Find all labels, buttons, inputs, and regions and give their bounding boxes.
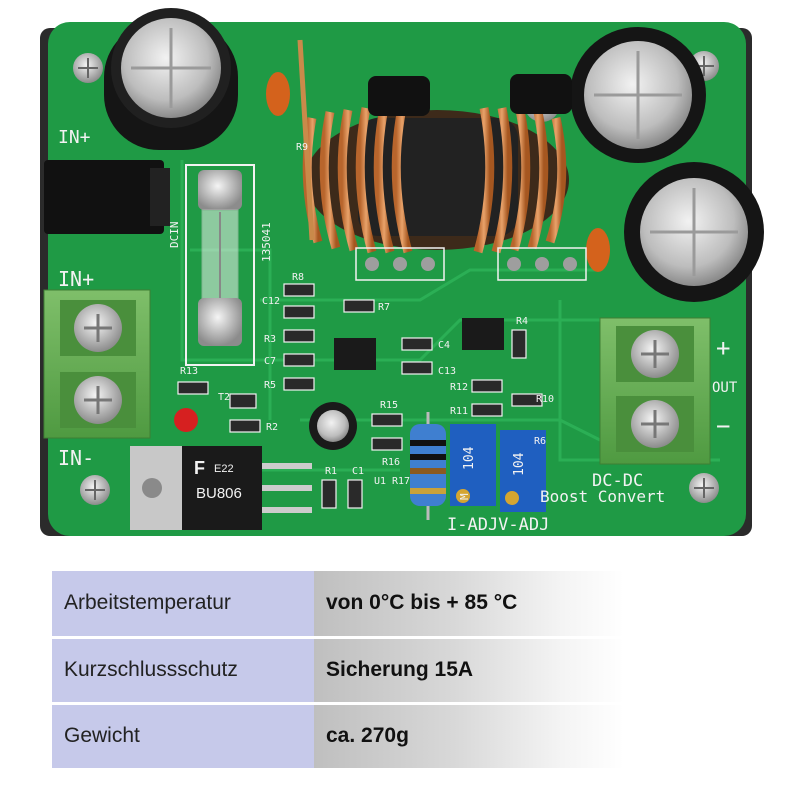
spec-value-temperature: von 0°C bis + 85 °C [314,571,624,639]
silk-adj: I-ADJV-ADJ [447,515,549,535]
spec-value-weight: ca. 270g [314,703,624,771]
silk-r11: R11 [450,406,468,417]
input-terminal-block-icon [43,289,151,439]
dc-dc-boost-converter-photo: 104 104 M F E22 BU806 IN+ IN+ IN- + OUT … [40,8,764,536]
toroid-inductor-icon [297,39,569,254]
output-terminal-block-icon [599,317,711,465]
silk-c4: C4 [438,340,450,351]
silk-in-plus: IN+ [58,267,94,291]
silk-r2: R2 [266,422,278,433]
silk-r4: R4 [516,316,528,327]
silk-out-label: OUT [712,380,738,396]
silk-c13: C13 [438,366,456,377]
capacitor-icon [104,8,764,450]
silk-c7: C7 [264,356,276,367]
ceramic-capacitor-icon [266,72,290,116]
silk-boost-converter: Boost Convert [540,487,665,506]
transistor-code: E22 [214,463,234,475]
transistor-brand: F [194,458,205,478]
silk-r6: R6 [534,436,546,447]
led-icon [174,408,198,432]
silk-dc-dc: DC-DC [592,471,643,491]
trimmer-m-label: M [458,493,471,500]
spec-value-short-circuit: Sicherung 15A [314,637,624,705]
silk-r7: R7 [378,302,390,313]
silk-r1: R1 [325,466,337,477]
silk-r8: R8 [292,272,304,283]
silk-in-minus: IN- [58,446,94,470]
silk-dcin: DCIN [168,222,181,249]
spec-table: Arbeitstemperatur von 0°C bis + 85 °C Ku… [52,571,624,771]
silk-r16: R16 [382,457,400,468]
silk-r17: R17 [392,476,410,487]
silk-r10: R10 [536,394,554,405]
silk-r5: R5 [264,380,276,391]
dc-jack-icon [44,160,164,234]
table-row: Gewicht ca. 270g [52,703,624,771]
spec-label-temperature: Arbeitstemperatur [52,571,314,639]
trimmer-potentiometer-icon [450,424,546,512]
spec-label-weight: Gewicht [52,703,314,771]
silk-r13: R13 [180,366,198,377]
fuse-icon [185,164,255,366]
silk-r3: R3 [264,334,276,345]
silk-u1: U1 [374,476,386,487]
pcb-board [48,22,746,536]
ic-chip-icon [334,318,504,370]
trimmer-left-label: 104 [462,446,477,470]
silk-in-plus-top: IN+ [58,127,91,148]
table-row: Arbeitstemperatur von 0°C bis + 85 °C [52,571,624,639]
silk-code: 135041 [260,222,273,262]
silk-r15: R15 [380,400,398,411]
trimmer-right-label: 104 [512,452,527,476]
silk-c12: C12 [262,296,280,307]
silk-c1: C1 [352,466,364,477]
ceramic-capacitor-icon [586,228,610,272]
spec-label-short-circuit: Kurzschlussschutz [52,637,314,705]
pin-header-icon [365,257,577,271]
table-row: Kurzschlussschutz Sicherung 15A [52,637,624,705]
silk-r9: R9 [296,142,308,153]
resistor-icon [410,412,446,520]
silk-out-plus: + [716,334,730,362]
silk-t2: T2 [218,392,230,403]
transistor-part: BU806 [196,485,242,502]
silk-out-minus: − [716,412,730,440]
smd-components [177,283,543,509]
transistor-icon [130,446,312,530]
silk-r12: R12 [450,382,468,393]
